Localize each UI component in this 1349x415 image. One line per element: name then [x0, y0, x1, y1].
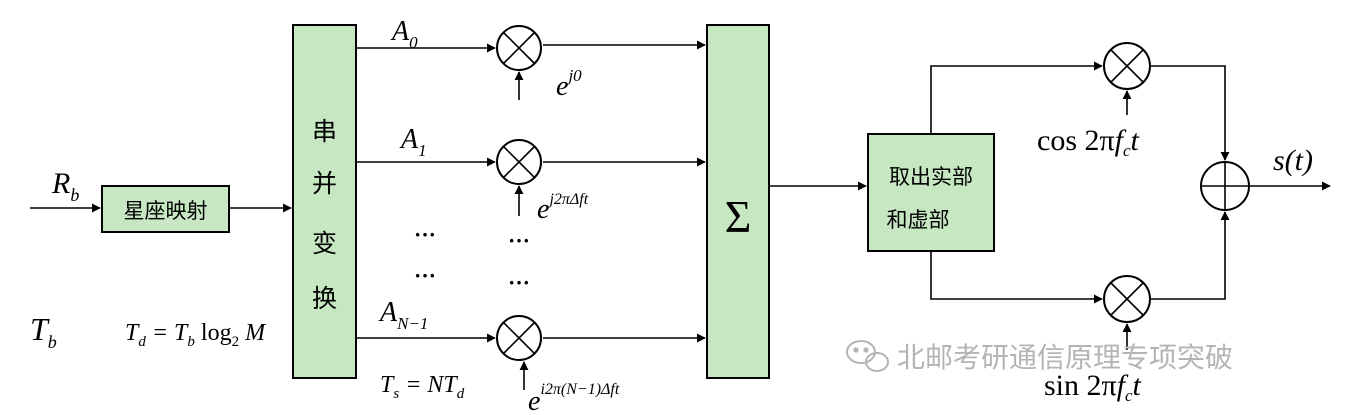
td-equation: Td = Tb log2 M — [125, 320, 267, 350]
sin-label: sin 2πfct — [1044, 369, 1142, 405]
constellation-mapping-label: 星座映射 — [124, 199, 208, 223]
serial-parallel-block — [292, 24, 357, 379]
multiplier-cos-cross-b — [1110, 49, 1144, 83]
sin-to-adder-line — [1151, 211, 1230, 300]
extract-label-line1: 取出实部 — [889, 165, 973, 189]
cos-to-adder-line — [1151, 65, 1230, 161]
an-label: AN−1 — [378, 297, 428, 333]
ellipsis-b1: ··· — [508, 228, 530, 253]
a0-label: A0 — [390, 16, 418, 52]
a1-label: A1 — [399, 124, 427, 160]
exp1-label: ej2πΔft — [537, 191, 589, 225]
q-path-line — [930, 251, 1103, 304]
sp-char-1: 串 — [312, 117, 337, 146]
constellation-mapping-block — [101, 185, 230, 233]
ellipsis-a2: ··· — [414, 263, 436, 288]
i-path-line — [930, 61, 1103, 134]
multiplier-1-cross-b — [502, 145, 536, 179]
exp0-label: ej0 — [556, 66, 582, 102]
ellipsis-b2: ··· — [508, 270, 530, 295]
cos-label: cos 2πfct — [1037, 124, 1140, 160]
sp-char-3: 变 — [312, 229, 337, 258]
expn-label: ei2π(N−1)Δft — [528, 381, 620, 415]
rb-label: Rb — [51, 167, 79, 205]
ellipsis-a1: ··· — [414, 222, 436, 247]
multiplier-0-cross-b — [502, 31, 536, 65]
ts-equation: Ts = NTd — [380, 372, 465, 402]
summation-block — [706, 24, 770, 379]
watermark-text: 北邮考研通信原理专项突破 — [897, 341, 1233, 374]
multiplier-sin-cross-b — [1110, 282, 1144, 316]
extract-real-imag-block — [867, 133, 995, 252]
multiplier-n-cross-b — [502, 321, 536, 355]
tb-label: Tb — [30, 311, 57, 352]
sp-char-4: 换 — [312, 284, 337, 313]
sp-char-2: 并 — [312, 169, 337, 198]
extract-label-line2: 和虚部 — [887, 208, 950, 232]
output-label: s(t) — [1273, 144, 1313, 177]
sigma-symbol: Σ — [725, 191, 752, 242]
wechat-icon — [846, 340, 889, 372]
